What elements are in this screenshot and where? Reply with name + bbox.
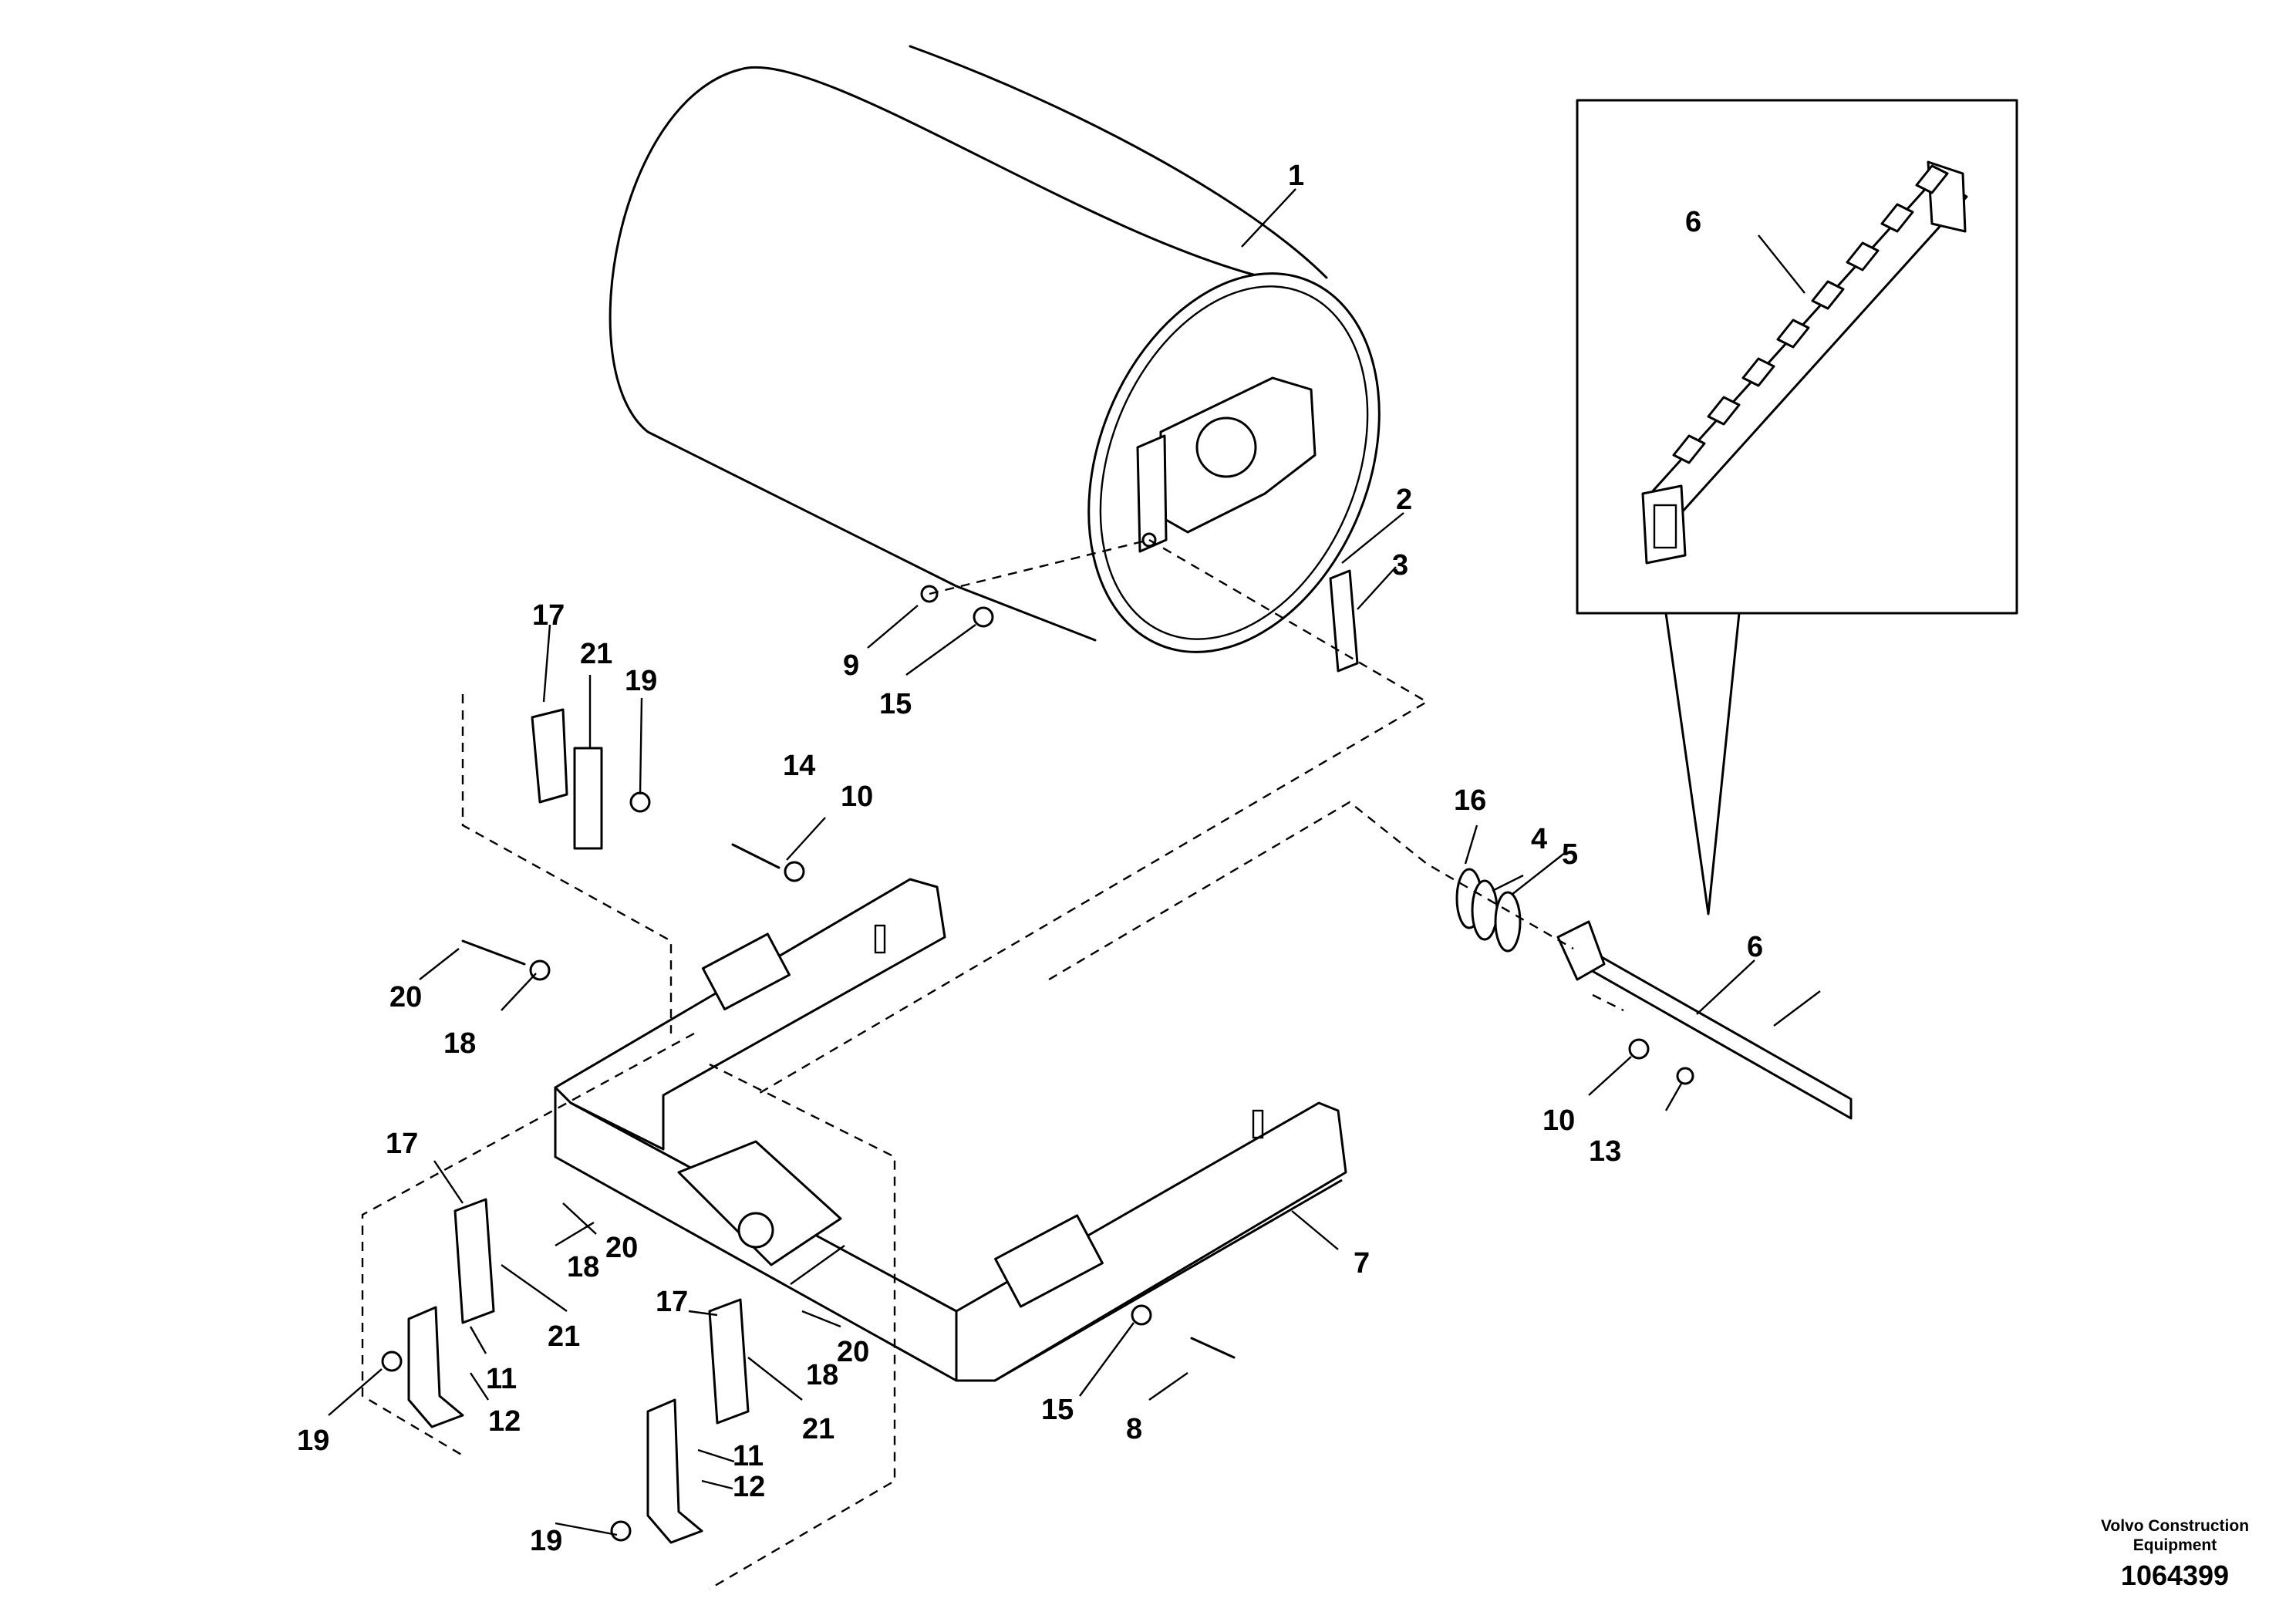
inset-detail [1576, 99, 2018, 916]
callout-19-right: 19 [530, 1525, 562, 1557]
leaders [328, 188, 1821, 1536]
callout-15-top: 15 [879, 688, 912, 720]
assembly-lines [361, 538, 1624, 1590]
bracket-group-right [610, 1298, 750, 1544]
callout-3: 3 [1392, 549, 1408, 582]
callout-21-right: 21 [802, 1413, 834, 1445]
bracket-group-left [381, 1198, 495, 1428]
callout-21-top: 21 [580, 638, 612, 670]
callout-7: 7 [1354, 1247, 1370, 1280]
callout-20-right: 20 [837, 1336, 869, 1368]
callout-17-left: 17 [386, 1128, 418, 1160]
callout-16: 16 [1454, 784, 1486, 817]
callout-2: 2 [1396, 484, 1412, 516]
bracket-group-top [531, 708, 651, 850]
footer: Volvo Construction Equipment 1064399 [2101, 1517, 2249, 1591]
callout-21-left: 21 [548, 1320, 580, 1353]
brand-line-1: Volvo Construction [2101, 1517, 2249, 1535]
callout-12-left: 12 [488, 1405, 521, 1438]
document-number: 1064399 [2121, 1560, 2229, 1591]
callout-17-top: 17 [532, 599, 565, 632]
callout-20-left: 20 [605, 1232, 638, 1264]
brand-line-2: Equipment [2133, 1536, 2217, 1554]
callout-1: 1 [1288, 160, 1304, 192]
callout-20-top: 20 [389, 981, 422, 1013]
frame [554, 878, 1347, 1382]
callout-5: 5 [1562, 838, 1578, 871]
scraper-bar [1455, 868, 1853, 1120]
callout-19-top: 19 [625, 665, 657, 697]
scraper-teeth [1672, 164, 1949, 464]
callout-14: 14 [783, 750, 815, 782]
callout-6-inset: 6 [1685, 206, 1701, 238]
drum [609, 45, 1381, 653]
callout-4: 4 [1531, 823, 1547, 855]
callout-8: 8 [1126, 1413, 1142, 1445]
callout-labels: 1 2 3 4 5 6 6 7 8 9 10 10 11 11 12 12 13… [297, 160, 1763, 1557]
callout-6: 6 [1747, 931, 1763, 963]
callout-10-top: 10 [841, 781, 873, 813]
callout-18-left: 18 [567, 1251, 599, 1283]
callout-18-top: 18 [443, 1027, 476, 1060]
callout-12-right: 12 [733, 1471, 765, 1503]
callout-18-right: 18 [806, 1359, 838, 1391]
callout-13: 13 [1589, 1135, 1621, 1168]
callout-11-right: 11 [733, 1440, 764, 1472]
callout-15-bottom: 15 [1041, 1394, 1074, 1426]
callout-9: 9 [843, 649, 859, 682]
callout-10-right: 10 [1542, 1104, 1575, 1137]
callout-19-left: 19 [297, 1425, 329, 1457]
callout-17-right: 17 [656, 1286, 688, 1318]
callout-11-left: 11 [486, 1363, 517, 1395]
